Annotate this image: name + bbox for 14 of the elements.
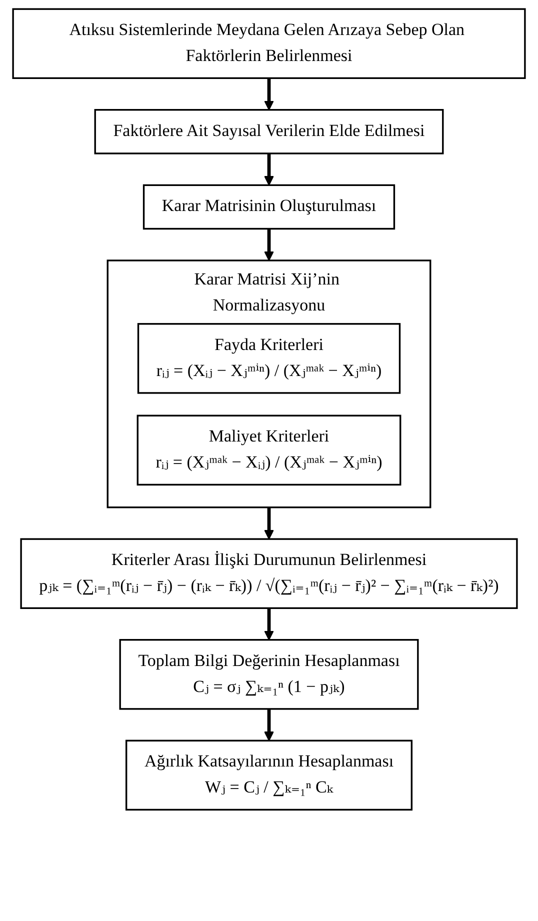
node-box: Karar Matrisinin Oluşturulması [142,184,396,230]
arrow [264,507,274,540]
arrow [264,78,274,110]
arrow [264,608,274,640]
node-box: Ağırlık Katsayılarının Hesaplanması Wⱼ = Cⱼ / ∑ₖ₌₁ⁿ Cₖ [125,740,413,811]
node-box: Kriterler Arası İlişki Durumunun Belirlenmesi pⱼₖ = (∑ᵢ₌₁ᵐ(rᵢⱼ − r̄ⱼ) − (rᵢₖ − r̄ₖ)) / √(∑ᵢ₌₁ᵐ(rᵢⱼ − r̄ⱼ)² − ∑ᵢ₌₁ᵐ(rᵢₖ − r̄ₖ)²) [20,538,518,609]
node-box: Fayda Kriterleri rᵢⱼ = (Xᵢⱼ − Xⱼᵐⁱⁿ) / (Xⱼᵐᵃᵏ − Xⱼᵐⁱⁿ) [137,323,401,394]
arrow [264,228,274,261]
node-box: Maliyet Kriterleri rᵢⱼ = (Xⱼᵐᵃᵏ − Xᵢⱼ) / (Xⱼᵐᵃᵏ − Xⱼᵐⁱⁿ) [136,414,402,486]
node-box: Faktörlere Ait Sayısal Verilerin Elde Edilmesi [94,109,444,154]
arrow [264,708,274,742]
arrow [264,153,274,186]
node-box: Atıksu Sistemlerinde Meydana Gelen Arızaya Sebep Olan Faktörlerin Belirlenmesi [12,8,526,79]
node-box: Toplam Bilgi Değerinin Hesaplanması Cⱼ = σⱼ ∑ₖ₌₁ⁿ (1 − pⱼₖ) [119,639,419,710]
